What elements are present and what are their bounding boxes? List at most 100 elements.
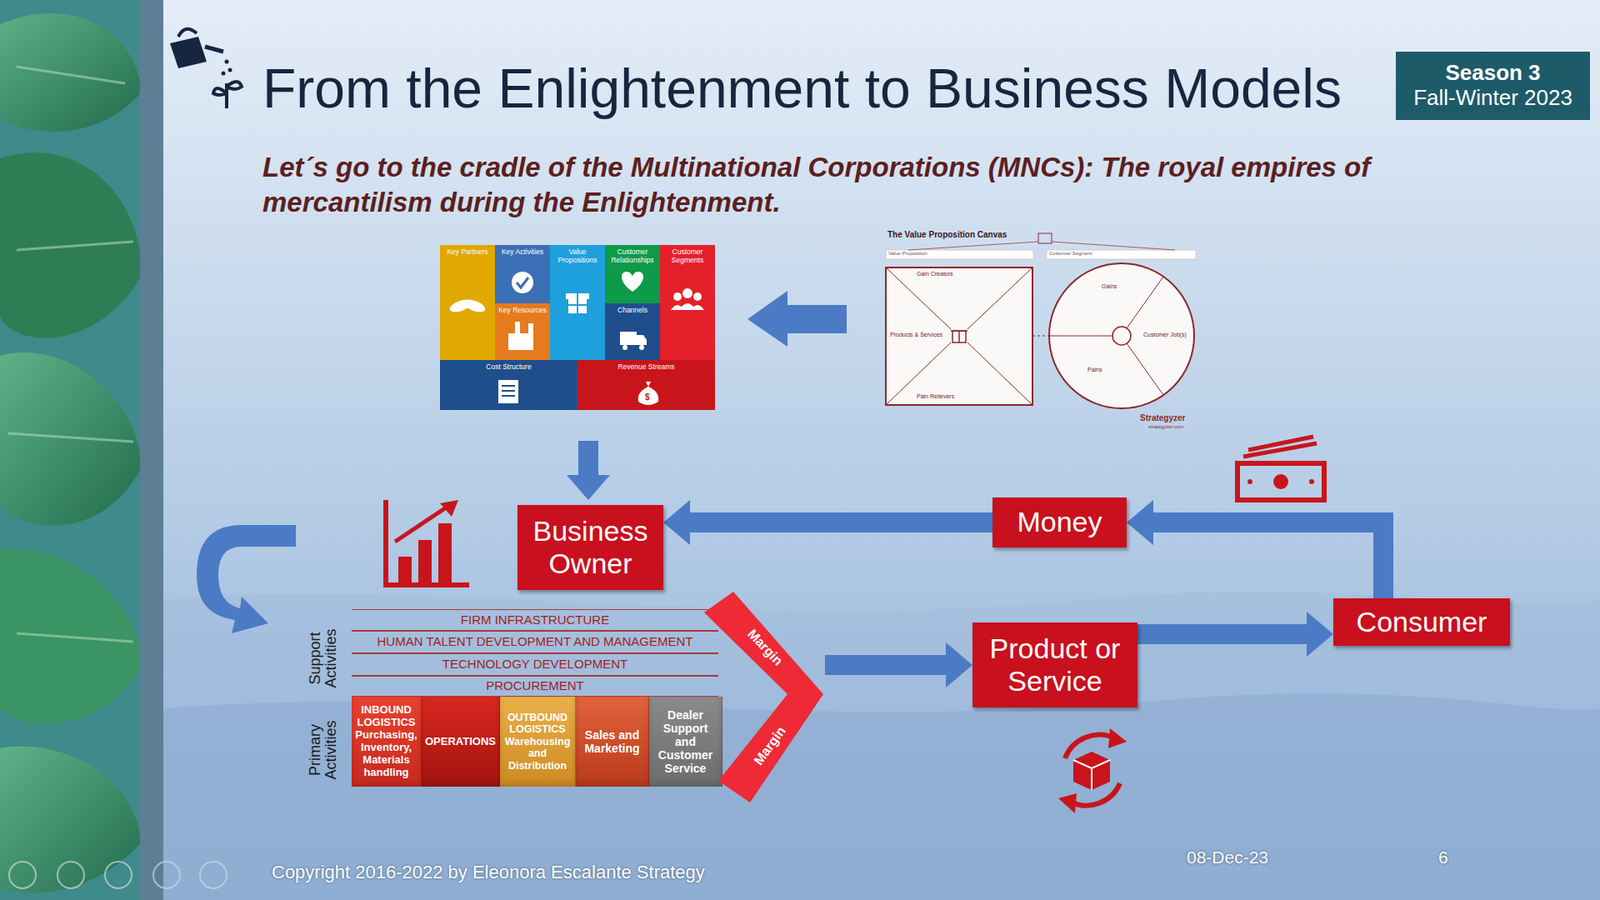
business-model-canvas [448, 271, 705, 405]
value-proposition-canvas [908, 241, 1175, 250]
business-model-canvas [636, 335, 647, 345]
node-label: Key Partners [442, 248, 493, 257]
canvas-label: Strategyzer [1140, 413, 1185, 424]
node-label: PROCUREMENT [355, 679, 715, 694]
slide-nav-buttons [57, 861, 85, 889]
axis-label: Primary Activities [307, 708, 340, 792]
node-text-group: OUTBOUND LOGISTICSWarehousing and Distri… [503, 711, 572, 772]
node-text-group: Key Partners [442, 248, 493, 257]
node-label: Dealer Support and Customer Service [652, 708, 719, 775]
value-proposition-canvas [1112, 326, 1131, 345]
node-label: Business Owner [520, 515, 660, 580]
canvas-label: The Value Proposition Canvas [887, 230, 1007, 240]
canvas-cell: Channels [605, 303, 660, 360]
growth-chart-icon [440, 500, 459, 517]
arrow-head [1126, 500, 1154, 545]
business-model-canvas [638, 381, 660, 405]
banknote-icon [1247, 479, 1253, 485]
growth-chart-icon [395, 505, 450, 542]
business-model-canvas [461, 297, 487, 315]
banknote-icon [1237, 463, 1325, 500]
margin-chevron-shape [700, 587, 825, 805]
business-model-canvas [577, 360, 715, 410]
flow-arrow [1126, 500, 1384, 599]
canvas-cell: Revenue Streams [577, 360, 715, 410]
primary-activity: Sales and Marketing [575, 696, 650, 787]
leaf-panel [0, 746, 142, 894]
node-text-group: Key Activities [497, 248, 548, 257]
growth-chart-icon [438, 523, 452, 584]
node-label: Customer Segments [662, 248, 713, 265]
value-proposition-canvas [885, 250, 1034, 260]
axis-label: Support Activities [307, 616, 340, 700]
node-text-group: FIRM INFRASTRUCTURE [355, 613, 715, 628]
business-model-canvas [693, 292, 702, 301]
leaf-panel [0, 352, 142, 526]
value-proposition-canvas [1032, 335, 1050, 337]
primary-activity: Dealer Support and Customer Service [649, 696, 723, 787]
node-label: Season 3 [1399, 60, 1587, 86]
business-model-canvas [682, 288, 693, 299]
flow-arrow [663, 500, 993, 545]
block-arrow [196, 290, 847, 634]
process-box: Consumer [1333, 598, 1510, 646]
product-cycle-icon [1073, 760, 1110, 790]
business-model-canvas [605, 245, 660, 304]
growth-chart-icon [385, 500, 470, 585]
value-proposition-canvas [885, 233, 1196, 409]
node-text-group: Value Propositions [552, 248, 603, 265]
node-text-group: HUMAN TALENT DEVELOPMENT AND MANAGEMENT [355, 635, 715, 650]
primary-activity: INBOUND LOGISTICSPurchasing, Inventory, … [351, 696, 422, 787]
business-model-canvas [622, 345, 628, 350]
node-label: HUMAN TALENT DEVELOPMENT AND MANAGEMENT [355, 635, 715, 650]
node-label: Cost Structure [442, 363, 575, 372]
footer-text: 08-Dec-23 [1186, 847, 1269, 868]
node-text-group: Product or Service [975, 632, 1135, 698]
business-model-canvas [670, 303, 705, 310]
growth-chart-icon [385, 500, 470, 585]
arrow-head [945, 642, 973, 688]
primary-activity: OUTBOUND LOGISTICSWarehousing and Distri… [500, 696, 576, 787]
node-text-group: Key Resources [497, 306, 548, 315]
node-text-group: PROCUREMENT [355, 679, 715, 694]
node-label: Money [995, 505, 1124, 539]
canvas-label: Pains [1087, 366, 1103, 374]
footer-text: 6 [1438, 847, 1449, 868]
watering-can-icon [228, 68, 233, 73]
node-label: FIRM INFRASTRUCTURE [355, 613, 715, 628]
node-text-group: Season 3Fall-Winter 2023 [1399, 60, 1587, 111]
canvas-cell: Customer Segments [660, 245, 715, 360]
node-label: Sales and Marketing [579, 728, 645, 755]
margin-chevron-shape [704, 591, 824, 803]
node-text-group: INBOUND LOGISTICSPurchasing, Inventory, … [355, 704, 418, 780]
business-model-canvas [498, 380, 519, 404]
node-label: OPERATIONS [425, 735, 496, 749]
banknote-icon [1273, 474, 1289, 490]
arrow-head [663, 500, 690, 545]
watering-can-icon [170, 29, 242, 109]
block-arrow [196, 525, 296, 634]
canvas-label: Gain Creators [916, 270, 954, 278]
canvas-cell: Value Propositions [550, 245, 605, 360]
business-model-canvas [440, 245, 495, 360]
business-model-canvas [673, 292, 682, 301]
node-text-group: Business Owner [520, 515, 660, 580]
watering-can-icon [213, 81, 242, 109]
node-label: Fall-Winter 2023 [1399, 85, 1587, 111]
node-text-group: Consumer [1336, 605, 1507, 639]
node-label: Customer Relationships [607, 248, 658, 265]
watering-can-icon [170, 36, 207, 69]
watering-can-icon [178, 29, 197, 37]
node-text-group: Dealer Support and Customer Service [652, 708, 719, 775]
canvas-label: strategyzer.com [1148, 424, 1184, 430]
slide-nav-buttons [9, 861, 227, 889]
support-band: TECHNOLOGY DEVELOPMENT [351, 653, 719, 676]
business-model-canvas [501, 385, 515, 396]
flow-arrow [1137, 611, 1334, 657]
node-label: Revenue Streams [580, 363, 713, 372]
leaf-panel [8, 66, 134, 642]
process-box: Business Owner [517, 505, 664, 590]
margin-chevron: MarginMargin [700, 587, 825, 805]
subtitle: Let´s go to the cradle of the Multinatio… [262, 150, 1471, 220]
